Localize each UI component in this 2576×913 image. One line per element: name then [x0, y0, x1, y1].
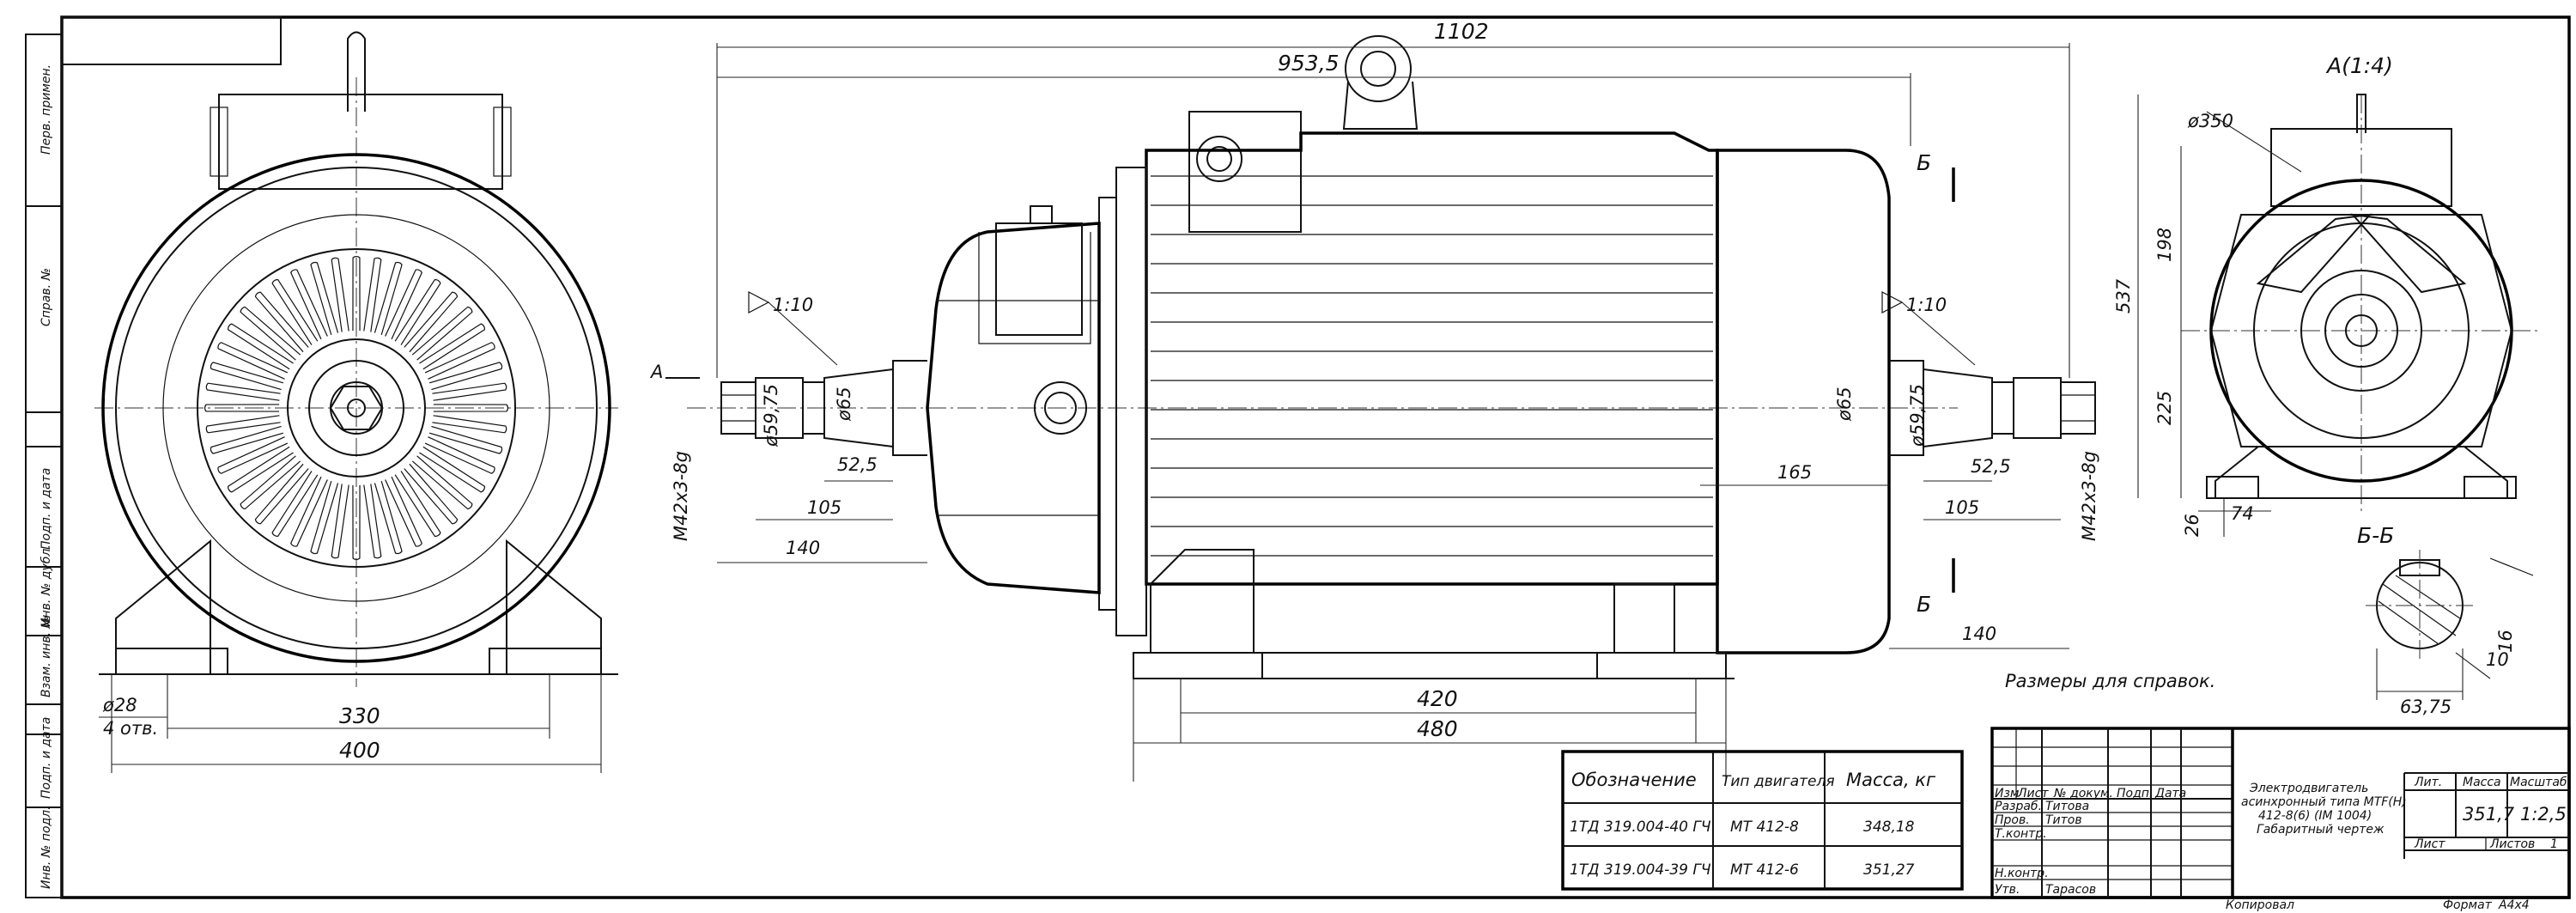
title-block: Изм Лист № докум. Подп. Дата Разраб. Тит… — [1990, 727, 2571, 912]
thread-right: М42х3-8g — [2079, 451, 2099, 541]
front-view — [94, 31, 618, 687]
dim-198: 198 — [2154, 228, 2175, 262]
dim-26: 26 — [2182, 514, 2202, 537]
tb-col-izm: Изм — [1995, 787, 2020, 800]
end-view: А(1:4) — [2181, 53, 2542, 515]
shaft-dia-right2: ø59,75 — [1907, 384, 1928, 447]
tb-title-line1: Электродвигатель — [2249, 782, 2368, 795]
dim-400: 400 — [339, 738, 380, 763]
dim-hole-count: 4 отв. — [103, 718, 158, 739]
tb-utv-name: Тарасов — [2045, 883, 2096, 897]
dim-537: 537 — [2113, 278, 2134, 313]
tb-title-line2: асинхронный типа МТF(Н) — [2241, 795, 2407, 809]
tb-format-value: А4х4 — [2498, 898, 2530, 912]
spec-row0-col2: 348,18 — [1863, 819, 1915, 836]
strip-label-0: Перв. примен. — [39, 64, 53, 155]
shaft-dia-left: ø59,75 — [761, 384, 781, 447]
spec-row0-col1: МТ 412-8 — [1730, 819, 1799, 836]
dim-105-right: 105 — [1945, 497, 1979, 518]
dim-hole-dia: ø28 — [102, 695, 137, 715]
dim-105-left: 105 — [807, 497, 841, 518]
taper-right: 1:10 — [1906, 295, 1947, 315]
tb-col-data: Дата — [2154, 787, 2186, 800]
spec-header-1: Тип двигателя — [1722, 773, 1835, 790]
strip-label-2: Подп. и дата — [39, 468, 53, 550]
strip-label-1: Справ. № — [39, 268, 53, 326]
dim-420: 420 — [1417, 686, 1458, 711]
dim-16: 16 — [2495, 630, 2516, 653]
spec-table: Обозначение Тип двигателя Масса, кг 1ТД … — [1561, 750, 1964, 891]
tb-lit: Лит. — [2414, 776, 2442, 789]
tb-nkontr-label: Н.контр. — [1995, 867, 2049, 880]
section-bb-title: Б-Б — [2357, 523, 2394, 548]
spec-row1-col0: 1ТД 319.004-39 ГЧ — [1570, 861, 1711, 879]
tb-listov-value: 1 — [2550, 837, 2558, 851]
spec-row0-col0: 1ТД 319.004-40 ГЧ — [1570, 819, 1711, 836]
tb-masshtab: Масштаб — [2510, 776, 2567, 789]
dim-52-right: 52,5 — [1971, 456, 2011, 477]
tb-utv-label: Утв. — [1995, 883, 2020, 897]
view-arrow-a: А — [649, 362, 663, 382]
dim-74: 74 — [2231, 503, 2254, 524]
dim-140-right: 140 — [1962, 624, 1996, 644]
strip-label-5: Подп. и дата — [39, 717, 53, 799]
shaft-dia-right: ø65 — [1834, 387, 1855, 422]
side-view-dims: 1102 953,5 1:10 ø59,75 ø65 М42х3-8g 52,5… — [649, 19, 2215, 782]
spec-header-0: Обозначение — [1571, 770, 1697, 790]
dim-480: 480 — [1417, 716, 1458, 741]
tb-prov-label: Пров. — [1995, 813, 2030, 827]
tb-tkontr-label: Т.контр. — [1995, 827, 2047, 841]
dim-350: ø350 — [2187, 111, 2233, 131]
dim-953: 953,5 — [1278, 51, 1340, 76]
tb-col-list: Лист — [2017, 787, 2049, 800]
side-view — [687, 35, 2096, 679]
tb-listov-label: Листов — [2489, 837, 2535, 851]
dim-overall-length: 1102 — [1434, 19, 1489, 44]
tb-title-line4: Габаритный чертеж — [2257, 823, 2385, 837]
dim-63: 63,75 — [2400, 697, 2451, 717]
tb-razrab-name: Титова — [2045, 800, 2089, 813]
note-reference: Размеры для справок. — [2005, 671, 2215, 691]
tb-mass-value: 351,7 — [2463, 804, 2515, 825]
dim-330: 330 — [339, 703, 380, 728]
strip-label-3: Инв. № дубл. — [39, 545, 53, 627]
tb-scale-value: 1:2,5 — [2520, 804, 2567, 825]
tb-massa: Масса — [2463, 776, 2501, 789]
tb-col-doc: № докум. — [2053, 787, 2113, 800]
dim-52-left: 52,5 — [837, 454, 878, 475]
section-bb: Б-Б 63,75 16 10 — [2357, 523, 2534, 717]
dim-225: 225 — [2154, 391, 2175, 425]
end-view-dims: ø350 537 198 225 26 74 — [2113, 94, 2302, 537]
tb-prov-name: Титов — [2045, 813, 2082, 827]
tb-format-label: Формат — [2443, 898, 2493, 912]
strip-label-4: Взам. инв. № — [39, 616, 53, 697]
dim-10: 10 — [2486, 649, 2509, 670]
spec-row1-col2: 351,27 — [1863, 861, 1915, 879]
tb-list-label: Лист — [2414, 837, 2445, 851]
tb-col-podp: Подп. — [2117, 787, 2153, 800]
cut-b-bottom: Б — [1917, 592, 1931, 617]
tb-razrab-label: Разраб. — [1995, 800, 2042, 813]
cut-b-top: Б — [1917, 150, 1931, 175]
tb-copied: Копировал — [2226, 898, 2294, 912]
front-view-dims: ø28 4 отв. 330 400 — [99, 674, 602, 773]
strip-label-6: Инв. № подл. — [39, 806, 53, 889]
tb-title-line3: 412-8(6) (IM 1004) — [2258, 809, 2372, 823]
thread-left: М42х3-8g — [671, 451, 691, 541]
end-view-title: А(1:4) — [2325, 53, 2393, 78]
dim-165: 165 — [1777, 462, 1812, 483]
shaft-dia-left2: ø65 — [834, 387, 854, 422]
dim-140-left: 140 — [786, 538, 820, 558]
spec-row1-col1: МТ 412-6 — [1730, 861, 1799, 879]
top-left-stamp — [61, 16, 282, 65]
drawing-frame — [60, 15, 2571, 899]
left-binding-strip: Перв. примен. Справ. № Подп. и дата Инв.… — [25, 33, 63, 898]
spec-header-2: Масса, кг — [1846, 770, 1936, 790]
